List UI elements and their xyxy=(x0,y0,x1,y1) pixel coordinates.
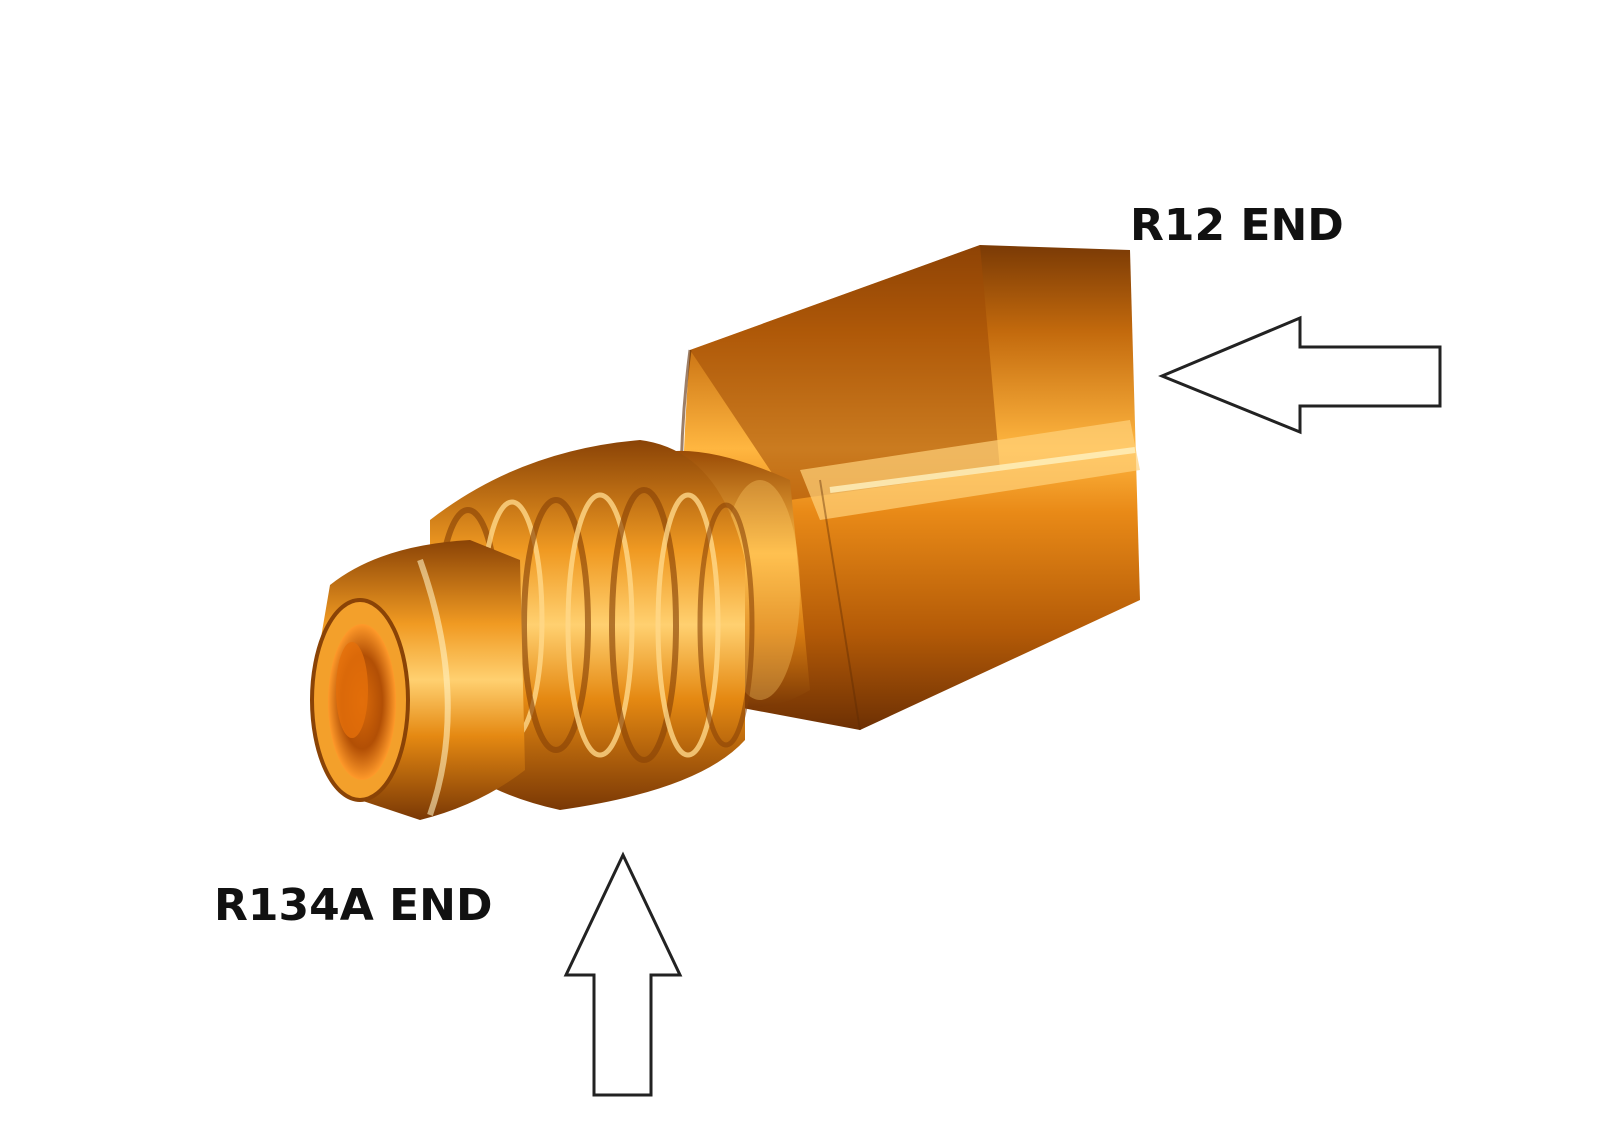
flare-nose xyxy=(310,540,525,820)
up-arrow-outline-icon xyxy=(563,851,683,1097)
r12-end-label: R12 END xyxy=(1130,200,1344,251)
left-arrow-outline-icon xyxy=(1158,315,1442,435)
r134a-end-label: R134A END xyxy=(214,880,493,931)
